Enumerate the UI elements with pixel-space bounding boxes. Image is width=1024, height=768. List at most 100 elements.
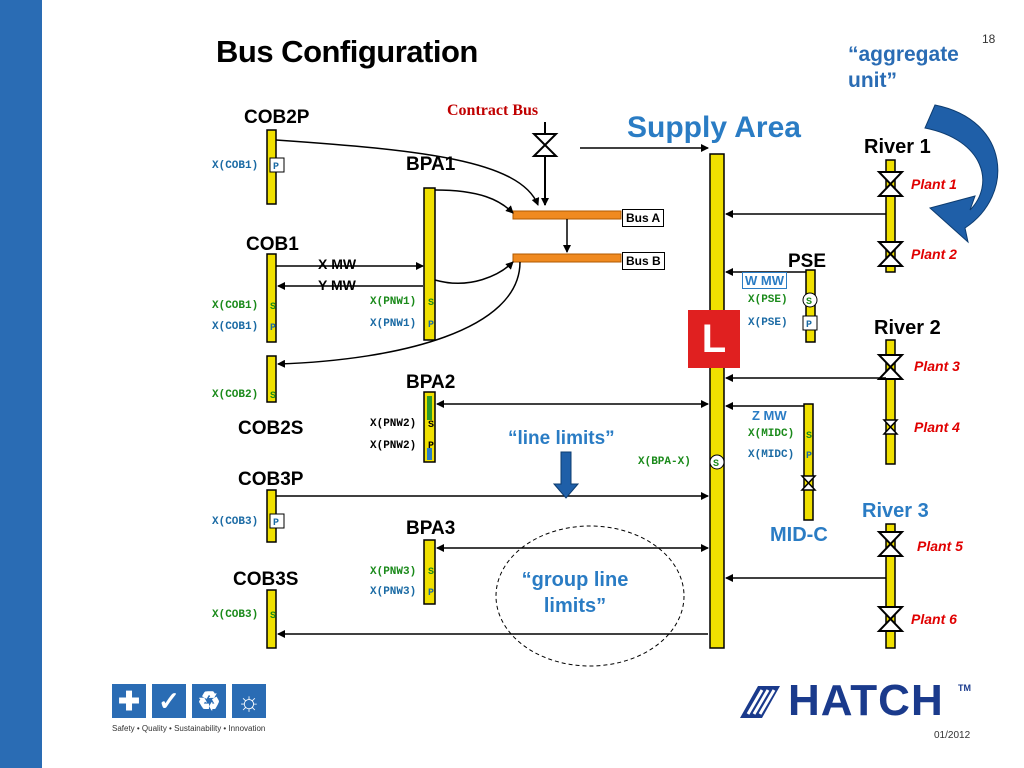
node-cob2p: COB2P bbox=[244, 107, 310, 128]
plant1-breaker-icon bbox=[876, 171, 905, 197]
unit-label-cob1p: X(COB1) bbox=[212, 321, 259, 333]
river3-label: River 3 bbox=[862, 500, 929, 522]
supply-area-bus-bar bbox=[709, 153, 725, 649]
node-bpa1: BPA1 bbox=[406, 154, 456, 175]
river1-label: River 1 bbox=[864, 136, 931, 158]
plant6-breaker-icon bbox=[876, 606, 905, 632]
svg-text:S: S bbox=[806, 297, 812, 308]
plant1-label: Plant 1 bbox=[911, 176, 957, 192]
node-cob2s: COB2S bbox=[238, 418, 304, 439]
bus-a-bar bbox=[512, 210, 622, 220]
svg-text:P: P bbox=[428, 588, 434, 599]
slide-title: Bus Configuration bbox=[216, 34, 478, 69]
node-bpa2: BPA2 bbox=[406, 372, 456, 393]
plant5-label: Plant 5 bbox=[917, 538, 963, 554]
plant5-breaker-icon bbox=[876, 531, 905, 557]
svg-text:S: S bbox=[270, 391, 276, 402]
plus-icon: ✚ bbox=[112, 684, 146, 718]
line-limits-down-arrow bbox=[552, 451, 580, 499]
svg-text:S: S bbox=[428, 567, 434, 578]
unit-label-pnw2p: X(PNW2) bbox=[370, 440, 417, 452]
unit-label-pse-s: X(PSE) bbox=[748, 294, 788, 306]
x-mw-label: X MW bbox=[318, 256, 357, 272]
unit-label-pnw1p: X(PNW1) bbox=[370, 318, 417, 330]
group-line-limits-label: “group line limits” bbox=[521, 569, 629, 617]
svg-text:P: P bbox=[273, 518, 279, 529]
unit-label-cob3p: X(COB3) bbox=[212, 516, 259, 528]
river1-bar bbox=[885, 159, 896, 273]
bpa2-bar bbox=[423, 391, 436, 463]
cob1-bar bbox=[266, 253, 277, 343]
bus-a-label: Bus A bbox=[622, 209, 665, 227]
svg-text:P: P bbox=[428, 441, 434, 452]
node-cob3p: COB3P bbox=[238, 469, 304, 490]
group-line-limits-ellipse bbox=[495, 525, 685, 667]
plant2-breaker-icon bbox=[876, 241, 905, 267]
plant3-breaker-icon bbox=[876, 354, 905, 380]
bpa1-bar bbox=[423, 187, 436, 341]
midc-breaker-icon bbox=[800, 475, 817, 491]
unit-label-pnw3p: X(PNW3) bbox=[370, 586, 417, 598]
contract-bus-label: Contract Bus bbox=[447, 102, 539, 119]
trademark: TM bbox=[958, 683, 971, 693]
hatch-logo-text: HATCH bbox=[788, 676, 944, 725]
load-box: L bbox=[688, 310, 740, 368]
plant2-label: Plant 2 bbox=[911, 246, 957, 262]
recycle-icon: ♻ bbox=[192, 684, 226, 718]
z-mw-label: Z MW bbox=[752, 408, 787, 423]
river3-bar bbox=[885, 523, 896, 649]
plant6-label: Plant 6 bbox=[911, 611, 957, 627]
svg-text:S: S bbox=[713, 459, 719, 470]
lightbulb-icon: ☼ bbox=[232, 684, 266, 718]
w-mw-label: W MW bbox=[742, 272, 787, 289]
svg-text:S: S bbox=[270, 611, 276, 622]
unit-label-cob1s: X(COB1) bbox=[212, 300, 259, 312]
unit-label-midc-s: X(MIDC) bbox=[748, 428, 795, 440]
unit-label-pnw3s: X(PNW3) bbox=[370, 566, 417, 578]
plant4-label: Plant 4 bbox=[914, 419, 960, 435]
node-bpa3: BPA3 bbox=[406, 518, 456, 539]
svg-text:S: S bbox=[270, 302, 276, 313]
check-icon: ✓ bbox=[152, 684, 186, 718]
node-pse: PSE bbox=[788, 251, 827, 272]
unit-label-bpa-x: X(BPA-X) bbox=[638, 456, 691, 468]
contract-bus-breaker-icon bbox=[531, 133, 559, 157]
y-mw-label: Y MW bbox=[318, 277, 356, 293]
page-number: 18 bbox=[982, 32, 996, 46]
svg-text:S: S bbox=[428, 420, 434, 431]
cob2s-bar bbox=[266, 355, 277, 403]
bus-b-label: Bus B bbox=[622, 252, 665, 270]
aggregate-curved-arrow bbox=[924, 104, 999, 244]
aggregate-unit-label: “aggregate unit” bbox=[848, 43, 959, 92]
line-limits-label: “line limits” bbox=[508, 428, 615, 449]
plant3-label: Plant 3 bbox=[914, 358, 960, 374]
left-accent-bar bbox=[0, 0, 42, 768]
unit-label-cob2s: X(COB2) bbox=[212, 389, 259, 401]
unit-label-pse-p: X(PSE) bbox=[748, 317, 788, 329]
plant4-breaker-icon bbox=[882, 419, 899, 435]
hatch-logo-mark bbox=[740, 686, 780, 718]
svg-text:P: P bbox=[270, 323, 276, 334]
unit-label-cob1p-top: X(COB1) bbox=[212, 160, 259, 172]
node-cob1: COB1 bbox=[246, 234, 299, 255]
svg-text:S: S bbox=[428, 298, 434, 309]
slide-date: 01/2012 bbox=[934, 730, 971, 741]
svg-text:P: P bbox=[806, 320, 812, 331]
midc-bar bbox=[803, 403, 814, 521]
unit-label-pnw2s: X(PNW2) bbox=[370, 418, 417, 430]
svg-text:S: S bbox=[806, 431, 812, 442]
unit-label-midc-p: X(MIDC) bbox=[748, 449, 795, 461]
footer-tagline: Safety • Quality • Sustainability • Inno… bbox=[112, 724, 266, 733]
supply-area-label: Supply Area bbox=[627, 111, 801, 144]
bpa3-bar bbox=[423, 539, 436, 605]
bus-b-bar bbox=[512, 253, 622, 263]
svg-text:P: P bbox=[428, 320, 434, 331]
unit-label-cob3s: X(COB3) bbox=[212, 609, 259, 621]
river2-label: River 2 bbox=[874, 317, 941, 339]
unit-label-pnw1s: X(PNW1) bbox=[370, 296, 417, 308]
svg-text:P: P bbox=[806, 451, 812, 462]
cob3s-bar bbox=[266, 589, 277, 649]
river2-bar bbox=[885, 339, 896, 465]
node-cob3s: COB3S bbox=[233, 569, 299, 590]
